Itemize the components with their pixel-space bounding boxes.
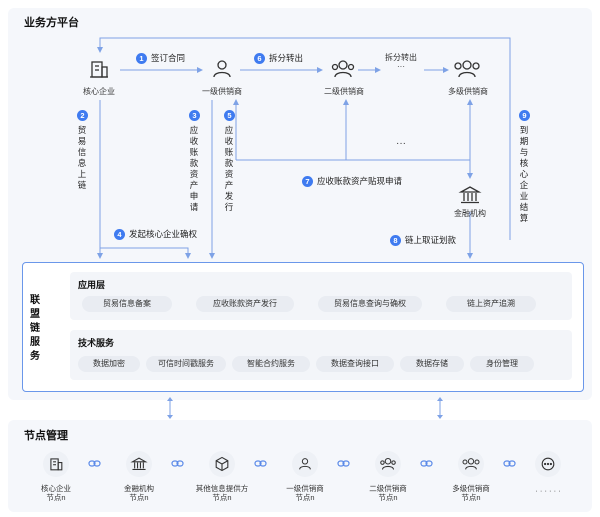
- step-6: 6 拆分转出: [254, 52, 303, 64]
- person-icon: [210, 58, 234, 85]
- link-icon: [88, 460, 101, 467]
- step-2-label: 贸易信息上链: [77, 125, 87, 190]
- middle-dots: ···: [396, 138, 406, 149]
- tech-item: 数据查询接口: [316, 356, 394, 372]
- split-dots: ···: [397, 62, 405, 71]
- application-layer-title: 应用层: [78, 280, 106, 290]
- step-1: 1 签订合同: [136, 52, 185, 64]
- node-label: 核心企业节点n: [41, 484, 71, 502]
- step-4: 4 发起核心企业确权: [114, 228, 197, 240]
- app-item: 贸易信息备案: [82, 296, 172, 312]
- app-item: 贸易信息查询与确权: [318, 296, 422, 312]
- building-icon: [88, 58, 110, 85]
- person-icon: [292, 451, 318, 477]
- node-label: 其他信息提供方节点n: [195, 484, 249, 502]
- alliance-chain-label: 联盟链服务: [30, 295, 40, 362]
- group-icon: [330, 58, 356, 85]
- node-label: · · · · · ·: [535, 486, 561, 495]
- crowd-icon: [458, 451, 484, 477]
- tech-item: 智能合约服务: [232, 356, 310, 372]
- link-icon: [171, 460, 184, 467]
- business-platform-title: 业务方平台: [24, 17, 79, 29]
- step-7: 7 应收账款资产贴现申请: [302, 175, 402, 187]
- tech-item: 身份管理: [470, 356, 534, 372]
- step-9-label: 到期与核心企业结算: [519, 125, 529, 223]
- link-icon: [503, 460, 516, 467]
- more-icon: [535, 451, 561, 477]
- step-2-badge: 2: [77, 110, 88, 121]
- node-finance-label: 金融机构: [454, 209, 486, 218]
- link-icon: [254, 460, 267, 467]
- step-9-badge: 9: [519, 110, 530, 121]
- node-management-title: 节点管理: [24, 430, 68, 442]
- step-3-badge: 3: [189, 110, 200, 121]
- link-icon: [337, 460, 350, 467]
- step-3-label: 应收账款资产申请: [189, 125, 199, 212]
- group-icon: [375, 451, 401, 477]
- tech-item: 数据存储: [400, 356, 464, 372]
- cube-icon: [209, 451, 235, 477]
- tech-services-title: 技术服务: [78, 338, 115, 348]
- node-tier1-label: 一级供销商: [202, 87, 242, 96]
- node-multi-label: 多级供销商: [448, 87, 488, 96]
- step-5-label: 应收账款资产发行: [224, 125, 234, 212]
- node-label: 二级供销商节点n: [369, 484, 407, 502]
- bank-icon: [126, 451, 152, 477]
- link-icon: [420, 460, 433, 467]
- building-icon: [43, 451, 69, 477]
- crowd-icon: [452, 58, 482, 85]
- app-item: 链上资产追溯: [446, 296, 536, 312]
- arrow-settlement-loop: [97, 37, 511, 240]
- app-item: 应收账款资产发行: [196, 296, 294, 312]
- arrow-confirm: [99, 247, 191, 259]
- bank-icon: [458, 184, 482, 211]
- tech-item: 可信时间戳服务: [146, 356, 226, 372]
- node-tier2-label: 二级供销商: [324, 87, 364, 96]
- node-core-label: 核心企业: [83, 87, 115, 96]
- step-8: 8 链上取证划款: [390, 234, 456, 246]
- node-label: 一级供销商节点n: [286, 484, 324, 502]
- node-label: 金融机构节点n: [124, 484, 154, 502]
- tech-item: 数据加密: [78, 356, 140, 372]
- node-label: 多级供销商节点n: [452, 484, 490, 502]
- split-out-label: 拆分转出: [385, 53, 417, 62]
- step-5-badge: 5: [224, 110, 235, 121]
